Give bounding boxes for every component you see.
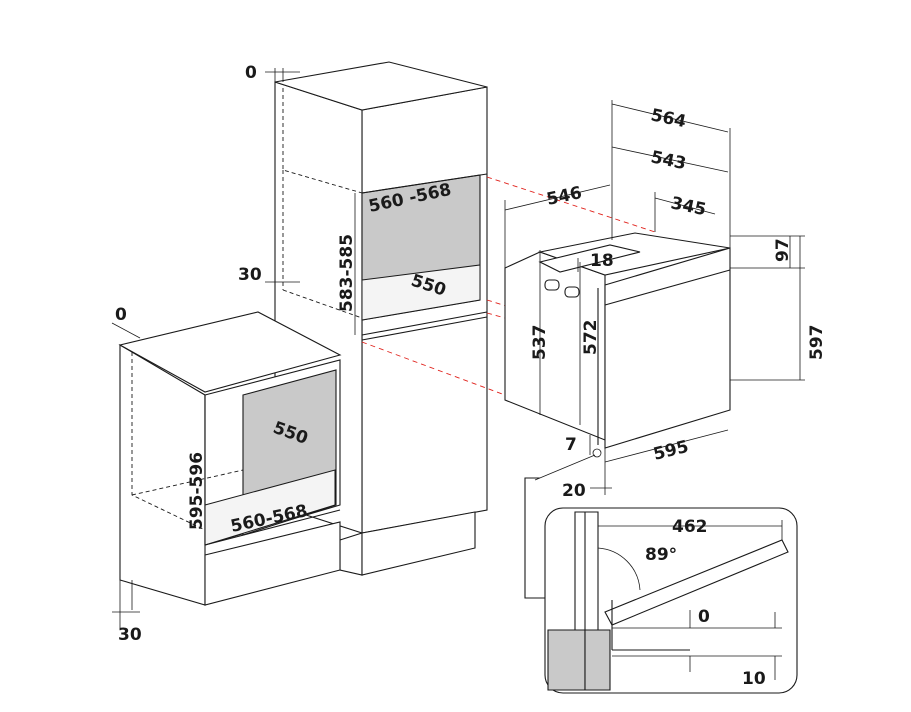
label-oven-front-depth: 20 — [562, 481, 586, 501]
label-oven-side-depth: 546 — [545, 183, 584, 210]
label-under-top-gap: 0 — [115, 305, 127, 325]
label-tall-top-gap: 0 — [245, 63, 257, 83]
label-oven-rear-depth: 345 — [669, 193, 708, 220]
label-under-bottom-gap: 30 — [118, 625, 142, 645]
label-oven-top-offset: 18 — [590, 251, 614, 271]
projection-lines — [361, 176, 656, 396]
label-oven-total-depth: 564 — [649, 105, 688, 132]
label-oven-body-depth: 543 — [649, 147, 688, 174]
label-tall-side-gap: 30 — [238, 265, 262, 285]
label-oven-bottom-gap: 7 — [565, 435, 577, 455]
door-detail-inset — [524, 448, 798, 694]
oven-dimension-lines — [504, 100, 805, 495]
label-door-gap-bottom: 10 — [742, 669, 766, 689]
label-tall-niche-height: 583-585 — [337, 234, 357, 312]
label-door-angle: 89° — [645, 545, 677, 565]
label-door-gap-top: 0 — [698, 607, 710, 627]
label-door-clearance: 462 — [672, 517, 708, 537]
label-oven-top-band: 97 — [773, 238, 793, 262]
under-cabinet — [111, 311, 342, 630]
label-oven-total-height: 597 — [807, 325, 827, 361]
label-oven-front-height: 572 — [581, 320, 601, 356]
label-oven-body-height: 537 — [530, 325, 550, 361]
label-oven-width: 595 — [651, 437, 690, 465]
label-under-niche-height: 595-596 — [187, 452, 207, 530]
